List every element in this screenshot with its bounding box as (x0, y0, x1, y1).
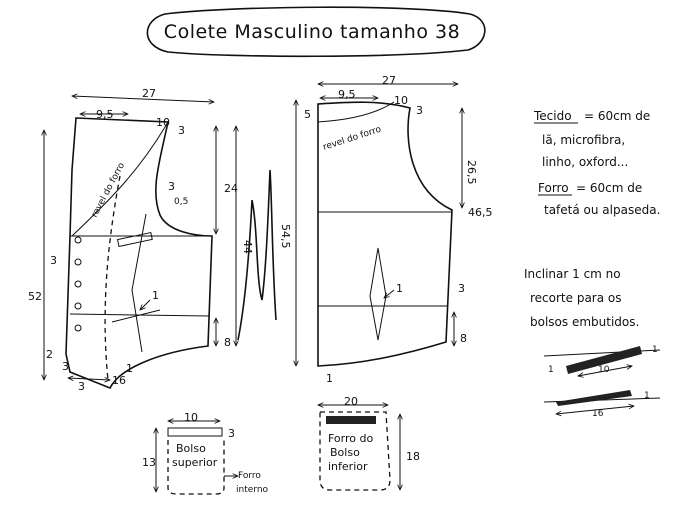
back-lower-label: 8 (460, 332, 467, 345)
front-piece: 27 9,5 10 3 revel do forro 1 3 0,5 (28, 87, 254, 393)
front-armhole-note: 3 (168, 180, 175, 193)
front-left-3-label: 3 (50, 254, 57, 267)
front-facing-line (104, 175, 121, 381)
back-width-label: 27 (382, 74, 396, 87)
front-lower-pocket (111, 309, 161, 323)
button-icon (74, 324, 82, 332)
upper-pocket-label2: superior (172, 456, 218, 469)
front-bottom-1-label: 1 (126, 362, 133, 375)
welt-top-right: 1 (652, 345, 658, 355)
lower-pocket-outline (319, 411, 391, 491)
back-left-5-label: 5 (304, 108, 311, 121)
page-title: Colete Masculino tamanho 38 (164, 21, 460, 43)
button-icon (74, 258, 82, 266)
back-neck-label: 10 (394, 94, 408, 107)
lower-pocket-width: 20 (344, 395, 358, 408)
front-upper-welt (116, 231, 153, 248)
front-side-label: 44 (241, 240, 254, 254)
back-neck-facing (317, 101, 395, 123)
back-armhole-label: 26,5 (465, 160, 478, 185)
back-bottom-1-label: 1 (326, 372, 333, 385)
tecido-line2: lã, microfibra, (542, 133, 625, 147)
front-shoulder-label: 9,5 (96, 108, 114, 121)
tecido-label: Tecido (533, 109, 572, 123)
author-signature (237, 169, 277, 341)
forro-label: Forro (538, 181, 569, 195)
back-dart-mark: 1 (396, 282, 403, 295)
front-armhole-note2: 0,5 (174, 197, 188, 207)
welt-bottom-length: 16 (592, 409, 604, 419)
front-buttons (74, 236, 82, 332)
lower-pocket-label2: Bolso (330, 446, 360, 459)
back-shoulder-label: 9,5 (338, 88, 356, 101)
button-icon (74, 302, 82, 310)
welt-bottom-bar (556, 390, 632, 406)
tilt-line2: recorte para os (530, 291, 622, 305)
tilt-line3: bolsos embutidos. (530, 315, 639, 329)
forro-line2: tafetá ou alpaseda. (544, 203, 660, 217)
back-dart-arrow (384, 289, 395, 298)
welt-bottom-right: 1 (644, 391, 650, 401)
upper-pocket-height: 13 (142, 456, 156, 469)
lower-pocket-label1: Forro do (328, 432, 373, 445)
back-outline (317, 101, 453, 367)
lower-pocket-label3: inferior (328, 460, 368, 473)
back-dart (369, 247, 387, 341)
front-bottom-arrow (68, 378, 110, 380)
front-height-label: 52 (28, 290, 42, 303)
upper-pocket-lining2: interno (236, 485, 269, 495)
back-facing-label: revel do forro (322, 124, 383, 152)
upper-pocket-welt-label: 3 (228, 427, 235, 440)
back-side-label: 46,5 (468, 206, 493, 219)
front-bottom-2-label: 2 (46, 348, 53, 361)
front-bottom-3a-label: 3 (62, 360, 69, 373)
upper-pocket-lining1: Forro (238, 471, 261, 481)
forro-line1: = 60cm de (576, 181, 642, 195)
front-facing-label: revel do forro (90, 161, 127, 220)
title-block: Colete Masculino tamanho 38 (146, 6, 486, 58)
back-height-label: 54,5 (279, 224, 292, 249)
lower-pocket-welt (326, 416, 376, 424)
back-side-3-label: 3 (458, 282, 465, 295)
welt-top-baseline (543, 349, 661, 357)
lower-pocket-height: 18 (406, 450, 420, 463)
title-cloud-outline (146, 6, 486, 58)
welt-top-left: 1 (548, 365, 554, 375)
upper-pocket: 10 3 13 Bolso superior Forro interno (142, 411, 269, 495)
welt-detail-top: 1 10 1 (543, 345, 661, 376)
fabric-note: Tecido = 60cm de lã, microfibra, linho, … (533, 109, 660, 217)
welt-detail-bottom: 16 1 (543, 390, 661, 419)
front-width-arrow (72, 96, 214, 102)
welt-top-arrow (578, 366, 632, 376)
back-neck-small-label: 3 (416, 104, 423, 117)
front-lapel-line (71, 121, 169, 237)
upper-pocket-welt (167, 427, 223, 437)
tilt-line1: Inclinar 1 cm no (524, 267, 621, 281)
upper-pocket-label1: Bolso (176, 442, 206, 455)
welt-top-length: 10 (598, 365, 610, 375)
button-icon (74, 280, 82, 288)
lower-pocket: 20 18 Forro do Bolso inferior (318, 395, 420, 491)
tilt-note: Inclinar 1 cm no recorte para os bolsos … (524, 267, 639, 329)
upper-pocket-width: 10 (184, 411, 198, 424)
front-bottom-3b-label: 3 (78, 380, 85, 393)
front-bottom-16-label: 16 (112, 374, 126, 387)
back-piece: 27 9,5 10 3 5 revel do forro 1 3 26,5 46… (279, 74, 493, 385)
front-pocket-arrow (140, 299, 151, 310)
button-icon (74, 236, 82, 244)
front-width-label: 27 (142, 87, 156, 100)
front-dart (131, 213, 147, 353)
front-pocket-mark: 1 (152, 289, 159, 302)
tecido-line3: linho, oxford... (542, 155, 628, 169)
front-neck-small-label: 3 (178, 124, 185, 137)
tecido-line1: = 60cm de (584, 109, 650, 123)
front-lower-label: 8 (224, 336, 231, 349)
welt-bottom-arrow (556, 406, 634, 414)
